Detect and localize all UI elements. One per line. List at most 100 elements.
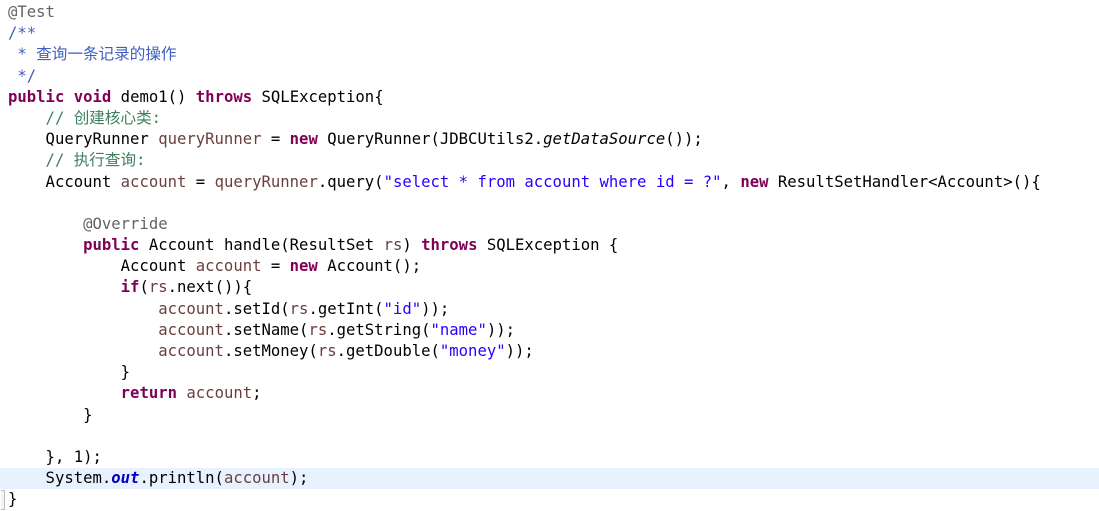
code-line[interactable]: */ xyxy=(8,66,1099,87)
code-line[interactable]: } xyxy=(8,489,1099,510)
code-token: } xyxy=(8,490,18,509)
code-token: getDataSource xyxy=(543,130,666,149)
code-token: return xyxy=(120,384,178,403)
code-line[interactable]: account.setMoney(rs.getDouble("money")); xyxy=(8,341,1099,362)
code-line[interactable]: } xyxy=(8,405,1099,426)
code-token: SQLException{ xyxy=(252,87,384,106)
code-line[interactable]: @Override xyxy=(8,214,1099,235)
code-line[interactable]: QueryRunner queryRunner = new QueryRunne… xyxy=(8,129,1099,150)
code-token: void xyxy=(73,87,112,106)
code-token: new xyxy=(740,172,769,191)
code-token: )); xyxy=(421,299,450,318)
code-token: throws xyxy=(421,236,478,255)
code-token: ( xyxy=(139,278,149,297)
code-line[interactable] xyxy=(8,193,1099,214)
code-token: = xyxy=(261,257,290,276)
code-line[interactable]: // 创建核心类: xyxy=(8,108,1099,129)
code-token xyxy=(8,300,158,318)
code-token: .setId( xyxy=(223,299,290,318)
code-token: Account xyxy=(8,172,121,191)
code-line[interactable]: /** xyxy=(8,23,1099,44)
code-token: QueryRunner(JDBCUtils2. xyxy=(317,130,544,149)
code-token: ); xyxy=(289,469,309,488)
code-token: new xyxy=(289,130,318,149)
code-token: rs xyxy=(317,342,337,360)
code-line[interactable]: // 执行查询: xyxy=(8,150,1099,171)
code-token: .getDouble( xyxy=(336,342,440,360)
code-token: , xyxy=(721,172,741,191)
code-token: ()); xyxy=(665,130,703,149)
code-token: = xyxy=(261,130,290,149)
code-token: )); xyxy=(505,342,534,360)
code-token: account xyxy=(158,342,224,360)
code-token: account xyxy=(223,469,290,488)
code-token xyxy=(64,88,73,106)
code-token: Account handle(ResultSet xyxy=(139,236,384,255)
code-token: account xyxy=(195,257,262,276)
code-token: }, 1); xyxy=(8,447,102,466)
code-token: System. xyxy=(8,469,112,488)
code-token: rs xyxy=(289,299,309,318)
code-token: } xyxy=(8,405,93,424)
code-line[interactable]: public void demo1() throws SQLException{ xyxy=(8,87,1099,108)
code-token: account xyxy=(158,320,224,339)
code-line[interactable]: Account account = new Account(); xyxy=(8,256,1099,277)
code-token: Account(); xyxy=(317,257,422,276)
code-line[interactable]: account.setName(rs.getString("name")); xyxy=(8,320,1099,341)
code-token: rs xyxy=(148,278,168,297)
code-token: public xyxy=(8,87,65,106)
code-line[interactable]: * 查询一条记录的操作 xyxy=(8,44,1099,65)
code-token: * 查询一条记录的操作 xyxy=(8,45,177,64)
code-token xyxy=(8,342,158,360)
code-token xyxy=(8,321,158,339)
code-line[interactable] xyxy=(8,426,1099,447)
code-token: "money" xyxy=(439,342,506,360)
code-token xyxy=(177,384,186,402)
code-token: */ xyxy=(8,66,37,85)
code-token: .println( xyxy=(139,469,224,488)
code-token: ) xyxy=(402,236,422,255)
code-token: @Override xyxy=(8,214,168,233)
code-token: .getInt( xyxy=(308,299,384,318)
code-token: /** xyxy=(8,24,37,43)
code-token: // 执行查询: xyxy=(8,151,146,170)
code-token xyxy=(8,236,83,254)
code-token: account xyxy=(186,384,253,403)
code-line[interactable]: return account; xyxy=(8,383,1099,404)
code-line[interactable]: Account account = queryRunner.query("sel… xyxy=(8,172,1099,193)
code-token: Account xyxy=(8,257,196,276)
code-line[interactable]: }, 1); xyxy=(8,447,1099,468)
code-line-current[interactable]: System.out.println(account); xyxy=(0,468,1099,490)
code-token: .setMoney( xyxy=(223,342,318,360)
code-token: account xyxy=(158,299,224,318)
code-token: rs xyxy=(308,320,328,339)
code-token: )); xyxy=(486,320,516,339)
code-token: // 创建核心类: xyxy=(8,108,162,127)
code-line[interactable]: if(rs.next()){ xyxy=(8,277,1099,298)
code-token: demo1() xyxy=(111,87,196,106)
code-token: if xyxy=(120,278,140,297)
code-token: queryRunner xyxy=(158,130,262,149)
code-token: rs xyxy=(383,236,403,255)
code-token: queryRunner xyxy=(214,172,318,191)
code-token: public xyxy=(83,236,140,255)
code-token: SQLException { xyxy=(477,236,619,255)
code-line[interactable]: public Account handle(ResultSet rs) thro… xyxy=(8,235,1099,256)
code-token: .next()){ xyxy=(167,278,253,297)
folding-marker xyxy=(1,490,5,510)
code-line[interactable]: } xyxy=(8,362,1099,383)
code-token: .query( xyxy=(317,172,384,191)
code-line[interactable]: @Test xyxy=(8,2,1099,23)
code-token: out xyxy=(111,469,140,488)
code-line[interactable]: account.setId(rs.getInt("id")); xyxy=(8,299,1099,320)
code-token xyxy=(8,384,121,402)
code-token: ResultSetHandler<Account>(){ xyxy=(768,172,1041,191)
code-token: QueryRunner xyxy=(8,130,159,149)
code-token: = xyxy=(186,172,215,191)
code-token xyxy=(8,278,121,296)
code-token: ; xyxy=(252,384,262,403)
code-token: @Test xyxy=(8,3,55,21)
code-token: .getString( xyxy=(327,320,431,339)
code-token: throws xyxy=(195,87,253,106)
